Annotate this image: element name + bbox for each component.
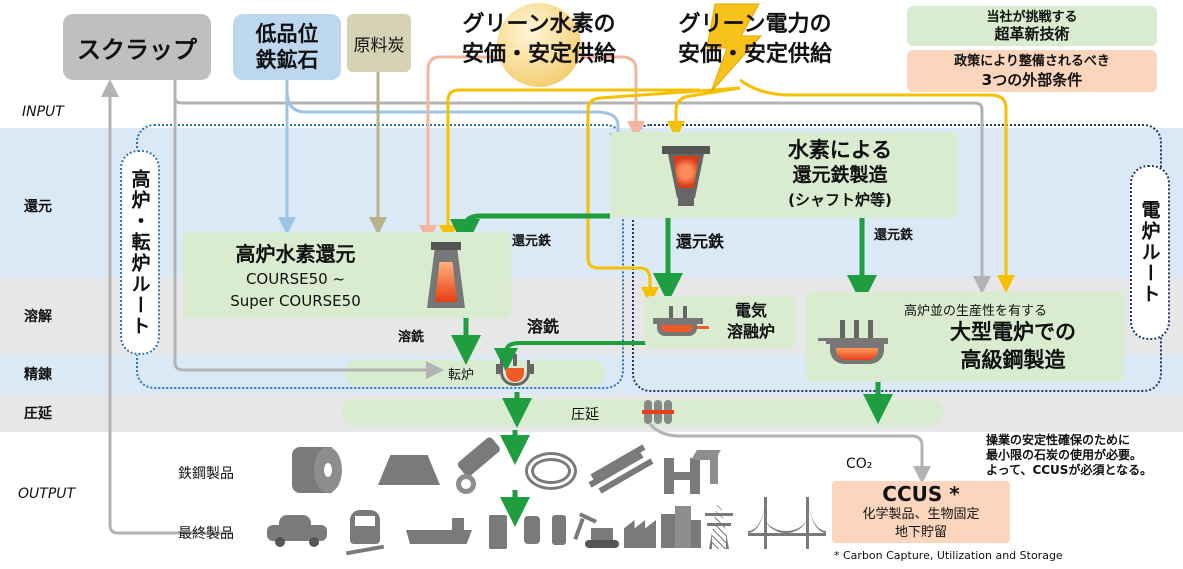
final-products-recycle-line <box>101 79 233 535</box>
h-beam-icon <box>664 450 721 494</box>
stage-refining-label: 精錬 <box>24 367 52 383</box>
green-hydrogen-sun-icon <box>497 3 581 87</box>
steel-coil-icon <box>292 447 342 493</box>
bf-h2-text: 高炉水素還元 COURSE50 ~ Super COURSE50 <box>230 242 361 310</box>
stage-reduction-label: 還元 <box>24 199 52 215</box>
shaft-furnace-icon <box>662 146 710 206</box>
electric-smelter-box: 電気 溶融炉 <box>645 296 795 348</box>
power-to-smelter-line <box>586 86 741 305</box>
buildings-icon <box>661 506 701 548</box>
eaf-icon <box>818 320 898 366</box>
ore-to-dri-line <box>285 89 627 151</box>
final-products-label: 最終製品 <box>178 526 234 542</box>
ccus-footnote: * Carbon Capture, Utilization and Storag… <box>834 549 1063 562</box>
scrap-to-converter-line <box>173 98 444 379</box>
excavator-icon <box>573 512 621 548</box>
electric-furnace-route-label: 電炉ルート <box>1130 165 1170 340</box>
blast-furnace-route-label: 高炉・転炉ルート <box>120 150 160 355</box>
hot-metal-smelter-label: 溶銑 <box>527 317 560 336</box>
appliance-icon <box>489 515 507 549</box>
power-to-eaf-line <box>739 78 1015 293</box>
coking-coal-box: 原料炭 <box>347 14 411 72</box>
smelter-text: 電気 溶融炉 <box>726 301 775 341</box>
power-to-bf-line <box>439 88 700 243</box>
rolling-label: 圧延 <box>571 407 599 423</box>
stage-rolling-label: 圧延 <box>24 406 52 422</box>
hot-metal-bf-label: 溶銑 <box>398 330 425 345</box>
h2-to-bf-line <box>419 55 498 243</box>
train-icon <box>345 510 385 556</box>
rolling-to-ccus-line <box>648 422 931 484</box>
car-icon <box>267 515 327 547</box>
h2-dri-process-box: 水素による 還元鉄製造 (シャフト炉等) <box>610 132 958 218</box>
legend-policy-box: 政策により整備されるべき 3つの外部条件 <box>907 50 1157 92</box>
blast-furnace-icon <box>423 242 469 310</box>
bf-h2-reduction-box: 高炉水素還元 COURSE50 ~ Super COURSE50 <box>183 232 511 318</box>
stage-melting-label: 溶解 <box>24 309 52 325</box>
ccus-note: 操業の安定性確保のために 最小限の石炭の使用が必要。 よって、CCUSが必須とな… <box>986 433 1153 477</box>
green-power-label: グリーン電力の 安価・安定供給 <box>677 12 832 67</box>
dri-to-bf-arrow <box>450 213 610 249</box>
converter-icon <box>496 354 534 392</box>
power-tower-icon <box>705 505 733 549</box>
ship-icon <box>406 518 472 546</box>
steel-products-label: 鉄鋼製品 <box>178 466 234 482</box>
converter-label: 転炉 <box>448 368 475 383</box>
smelter-icon <box>653 306 709 338</box>
stage-input-label: INPUT <box>22 104 64 120</box>
wire-rod-icon <box>525 452 577 492</box>
dri-to-bf-label: 還元鉄 <box>512 234 552 249</box>
rolling-mill-icon <box>642 400 674 424</box>
scrap-box: スクラップ <box>63 14 211 80</box>
dri-down-left-label: 還元鉄 <box>676 232 725 251</box>
stage-output-label: OUTPUT <box>18 486 76 502</box>
bridge-icon <box>748 497 826 549</box>
dri-down-right-label: 還元鉄 <box>874 228 914 243</box>
can-icon <box>524 516 540 544</box>
ccus-box: CCUS * 化学製品、生物固定 地下貯留 <box>832 481 1010 543</box>
co2-label: CO₂ <box>846 456 873 472</box>
h2-to-dri-line <box>580 55 645 139</box>
h2-dri-text: 水素による 還元鉄製造 (シャフト炉等) <box>787 138 893 209</box>
green-hydrogen-label: グリーン水素の 安価・安定供給 <box>461 12 616 67</box>
eaf-text: 大型電炉での 高級鋼製造 <box>950 320 1076 372</box>
eaf-note: 高炉並の生産性を有する <box>904 304 1048 319</box>
lightning-icon <box>706 3 763 93</box>
battery-icon <box>552 515 566 545</box>
legend-tech-box: 当社が挑戦する 超革新技術 <box>907 6 1157 46</box>
steel-bar-icon <box>588 444 654 494</box>
steel-pipe-icon <box>452 435 502 494</box>
smelter-to-converter-arrow <box>494 341 650 372</box>
steel-plate-icon <box>378 455 440 485</box>
large-eaf-box: 高炉並の生産性を有する 大型電炉での 高級鋼製造 <box>806 292 1124 382</box>
power-to-dri-line <box>667 86 741 139</box>
low-grade-ore-box: 低品位 鉄鉱石 <box>233 14 341 80</box>
factory-icon <box>624 520 656 548</box>
